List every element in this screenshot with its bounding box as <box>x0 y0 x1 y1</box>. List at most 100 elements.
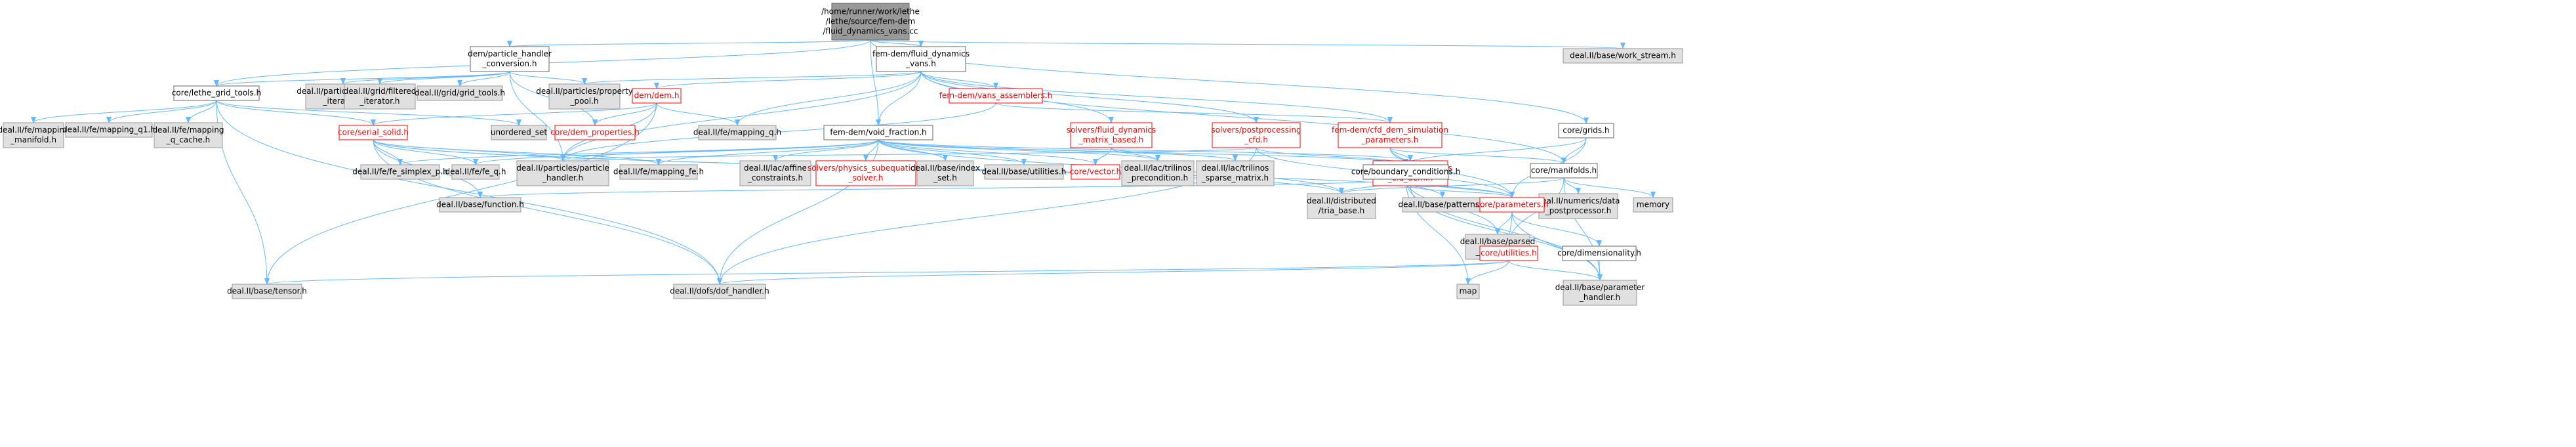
graph-node[interactable]: deal.II/lac/trilinos_precondition.h <box>1121 160 1195 186</box>
graph-node[interactable]: memory <box>1633 197 1673 213</box>
node-label: deal.II/base/parsed <box>1460 237 1535 246</box>
graph-node[interactable]: deal.II/base/utilities.h <box>982 164 1067 180</box>
node-box <box>876 46 966 72</box>
node-box <box>673 284 766 299</box>
node-box <box>984 164 1064 180</box>
node-box <box>554 125 636 140</box>
graph-node[interactable]: deal.II/base/function.h <box>436 197 524 213</box>
graph-node[interactable]: fem-dem/void_fraction.h <box>823 125 933 140</box>
graph-node[interactable]: solvers/postprocessing_cfd.h <box>1211 122 1301 148</box>
node-box <box>1070 122 1153 148</box>
dependency-edges <box>31 39 1656 285</box>
node-label: deal.II/lac/trilinos <box>1124 163 1192 173</box>
graph-node[interactable]: deal.II/particles/property_pool.h <box>536 83 633 110</box>
node-label: deal.II/particles/property <box>536 87 633 96</box>
graph-node[interactable]: deal.II/base/tensor.h <box>227 284 307 299</box>
node-box <box>344 83 416 110</box>
node-label: fem-dem/fluid_dynamics <box>872 49 970 58</box>
graph-node[interactable]: dem/dem.h <box>632 88 682 104</box>
node-label: _precondition.h <box>1127 173 1189 182</box>
graph-node[interactable]: deal.II/grid/grid_tools.h <box>415 85 505 101</box>
graph-node[interactable]: deal.II/fe/fe_q.h <box>445 164 506 180</box>
dependency-edge <box>264 260 1509 285</box>
graph-node[interactable]: core/parameters.h <box>1475 197 1549 213</box>
node-label: _pool.h <box>569 96 598 106</box>
graph-node[interactable]: deal.II/fe/mapping_q.h <box>693 125 781 140</box>
graph-node[interactable]: deal.II/base/work_stream.h <box>1563 48 1683 64</box>
dependency-edge <box>1405 179 1471 285</box>
graph-node[interactable]: deal.II/fe/mapping_manifold.h <box>0 122 70 148</box>
dependency-edge <box>1389 147 1566 164</box>
graph-node[interactable]: deal.II/fe/mapping_fe.h <box>613 164 704 180</box>
graph-node[interactable]: core/lethe_grid_tools.h <box>172 85 261 101</box>
node-box <box>1456 284 1480 299</box>
dependency-edge <box>870 39 881 126</box>
dependency-edge <box>1597 260 1603 281</box>
dependency-edge <box>592 102 657 126</box>
graph-node[interactable]: solvers/fluid_dynamics_matrix_based.h <box>1067 122 1156 148</box>
graph-node[interactable]: deal.II/distributed/tria_base.h <box>1307 193 1376 219</box>
dependency-edge <box>1508 260 1603 281</box>
graph-node[interactable]: deal.II/grid/filtered_iterator.h <box>344 83 417 110</box>
node-label: core/dem_properties.h <box>550 128 639 137</box>
node-box <box>360 164 440 180</box>
graph-node[interactable]: core/dimensionality.h <box>1557 245 1641 261</box>
graph-node[interactable]: fem-dem/vans_assemblers.h <box>939 88 1053 104</box>
graph-node[interactable]: unordered_set <box>491 125 548 140</box>
dependency-edge <box>1511 211 1602 247</box>
graph-node[interactable]: fem-dem/fluid_dynamics_vans.h <box>872 46 970 72</box>
node-box <box>815 160 916 186</box>
node-box <box>439 197 521 213</box>
graph-node[interactable]: /home/runner/work/lethe/lethe/source/fem… <box>821 3 920 41</box>
dependency-edge <box>457 71 510 87</box>
node-label: _q_cache.h <box>166 135 211 144</box>
graph-node[interactable]: core/serial_solid.h <box>338 125 409 140</box>
graph-node[interactable]: core/utilities.h <box>1479 245 1538 261</box>
node-label: deal.II/lac/affine <box>744 163 807 173</box>
dependency-edge <box>1563 177 1581 194</box>
node-box <box>491 125 547 140</box>
graph-node[interactable]: deal.II/lac/trilinos_sparse_matrix.h <box>1196 160 1275 186</box>
node-label: fem-dem/cfd_dem_simulation <box>1332 125 1448 135</box>
dependency-edge <box>478 179 1406 198</box>
graph-node[interactable]: deal.II/lac/affine_constraints.h <box>739 160 811 186</box>
dependency-edge <box>214 71 510 87</box>
graph-node[interactable]: map <box>1456 284 1480 299</box>
graph-node[interactable]: deal.II/particles/particle_handler.h <box>516 160 609 186</box>
dependency-edge <box>1403 137 1587 165</box>
graph-node[interactable]: core/boundary_conditions.h <box>1351 164 1460 180</box>
graph-node[interactable]: core/grids.h <box>1558 123 1614 138</box>
graph-node[interactable]: deal.II/dofs/dof_handler.h <box>670 284 769 299</box>
graph-node[interactable]: deal.II/base/parameter_handler.h <box>1555 280 1645 306</box>
graph-node[interactable]: deal.II/base/patterns.h <box>1398 197 1487 213</box>
dependency-edge <box>870 39 1625 49</box>
node-label: core/parameters.h <box>1475 200 1548 209</box>
dependency-edge <box>995 102 1393 123</box>
graph-node[interactable]: dem/particle_handler_conversion.h <box>468 46 552 72</box>
dependency-edge <box>654 71 922 89</box>
node-box <box>65 122 153 138</box>
graph-node[interactable]: core/manifolds.h <box>1530 163 1598 179</box>
dependency-edge <box>920 71 998 89</box>
graph-node[interactable]: deal.II/fe/fe_simplex_p.h <box>352 164 448 180</box>
node-box <box>698 125 777 140</box>
dependency-edge <box>870 39 924 47</box>
node-box <box>1362 164 1449 180</box>
graph-node[interactable]: fem-dem/cfd_dem_simulation_parameters.h <box>1332 122 1448 148</box>
graph-node[interactable]: solvers/physics_subequations_solver.h <box>808 160 924 186</box>
node-label: core/utilities.h <box>1481 249 1536 258</box>
node-label: deal.II/numerics/data <box>1536 196 1620 205</box>
graph-node[interactable]: deal.II/fe/mapping_q1.h <box>62 122 155 138</box>
dependency-edge <box>398 139 879 165</box>
node-label: _handler.h <box>542 173 583 182</box>
node-box <box>173 85 260 101</box>
dependency-edge <box>373 139 478 165</box>
graph-node[interactable]: deal.II/base/index_set.h <box>910 160 980 186</box>
node-label: _constraints.h <box>747 173 803 182</box>
graph-node[interactable]: deal.II/numerics/data_postprocessor.h <box>1536 193 1620 219</box>
graph-node[interactable]: core/dem_properties.h <box>550 125 640 140</box>
graph-node[interactable]: deal.II/fe/mapping_q_cache.h <box>152 122 224 148</box>
dependency-edge <box>340 71 510 85</box>
graph-node[interactable]: core/vector.h <box>1070 164 1121 180</box>
node-label: deal.II/base/patterns.h <box>1398 200 1486 209</box>
